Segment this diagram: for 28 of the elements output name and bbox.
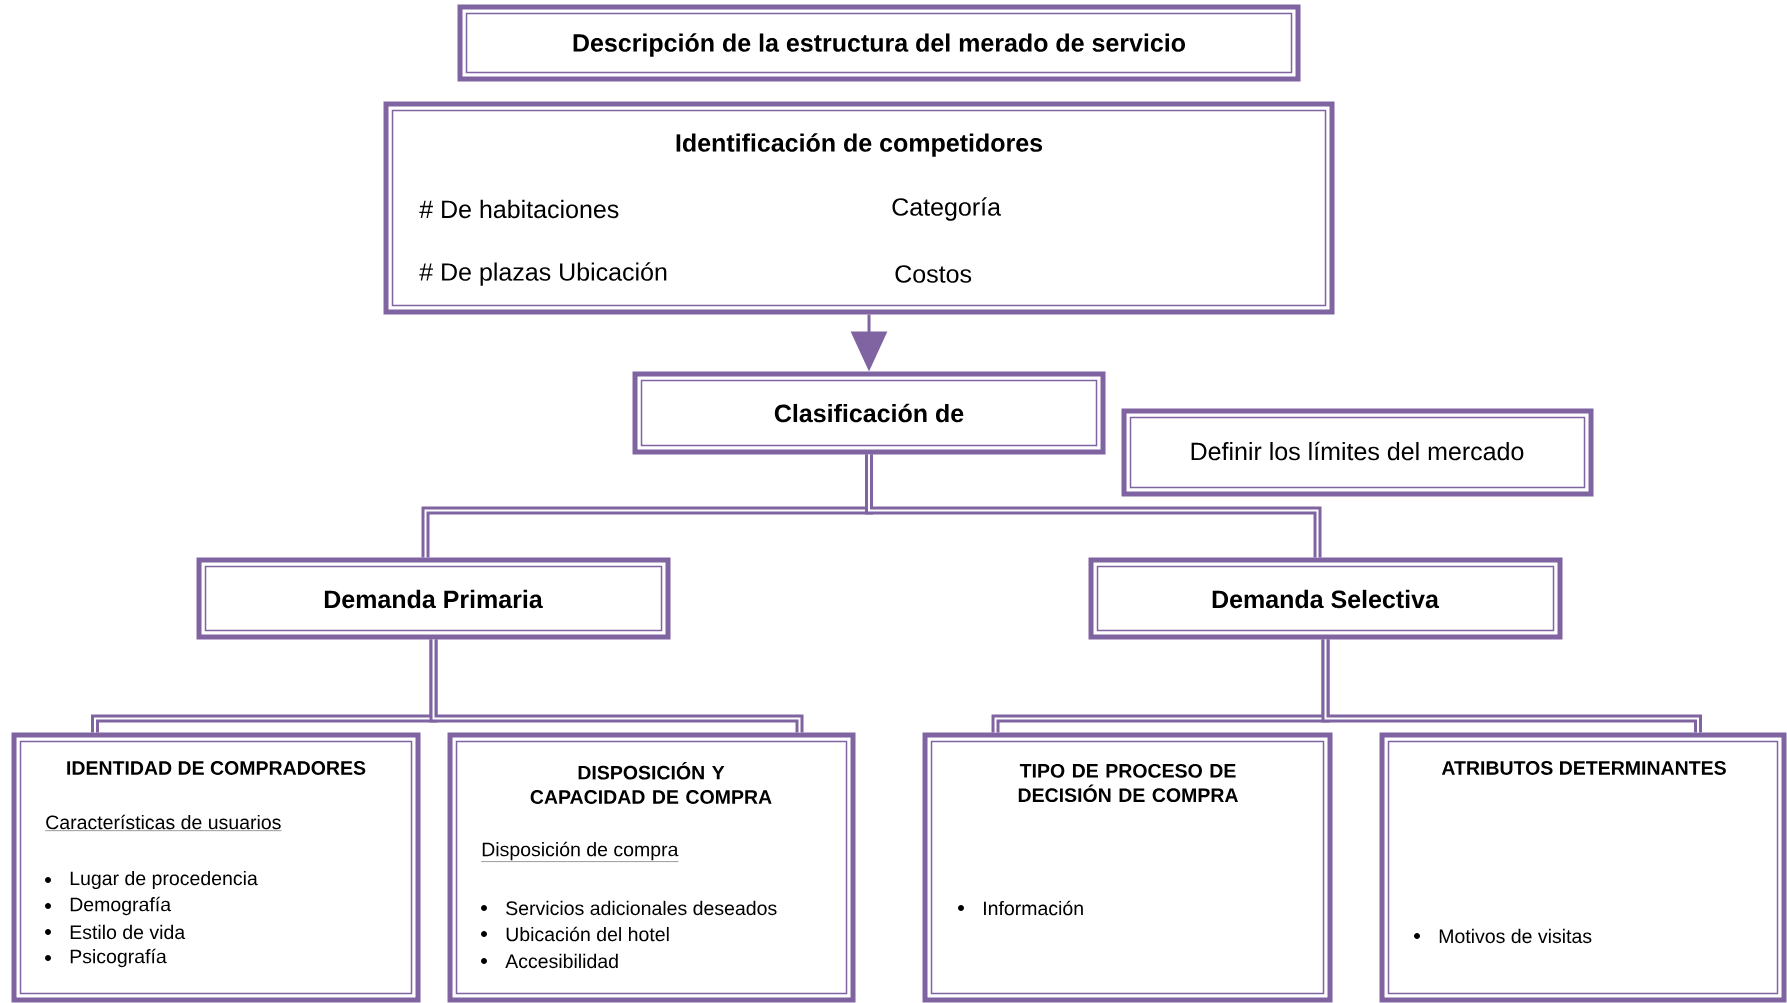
list-item: Información	[958, 900, 1083, 916]
box-text: Categoría	[892, 197, 1001, 221]
subheading: Disposición de compra	[481, 841, 679, 862]
box-text: Costos	[895, 265, 972, 283]
connector	[429, 638, 804, 734]
box-text: # De habitaciones	[419, 199, 619, 219]
box-heading: Descripción de la estructura del merado de servicio	[573, 33, 1186, 57]
list-item: Demografía	[45, 896, 172, 916]
box-heading: IDENTIDAD DE COMPRADORES	[67, 761, 366, 775]
box-heading: Demanda Selectiva	[1212, 589, 1440, 609]
list-item: Psicografía	[45, 948, 167, 968]
box-heading: TIPO DE PROCESO DE DECISIÓN DE COMPRA	[1018, 763, 1238, 803]
box-text: # De plazas Ubicación	[419, 262, 667, 286]
box-heading: ATRIBUTOS DETERMINANTES	[1441, 761, 1726, 775]
box-text: Definir los límites del mercado	[1191, 441, 1524, 461]
subheading: Características de usuarios	[45, 814, 282, 831]
box-heading: Clasificación de	[774, 403, 964, 423]
list-item: Servicios adicionales deseados	[481, 900, 777, 916]
list-item: Motivos de visitas	[1414, 928, 1592, 944]
box-heading: Demanda Primaria	[324, 589, 543, 609]
list-item: Estilo de vida	[45, 924, 186, 940]
list-item: Accesibilidad	[481, 953, 618, 969]
box-heading: Identificación de competidores	[676, 133, 1043, 157]
list-item: Ubicación del hotel	[481, 926, 669, 942]
connector	[865, 453, 1322, 559]
connector	[1321, 638, 1702, 734]
list-item: Lugar de procedencia	[45, 870, 258, 890]
box-heading: DISPOSICIÓN Y CAPACIDAD DE COMPRA	[530, 762, 772, 804]
